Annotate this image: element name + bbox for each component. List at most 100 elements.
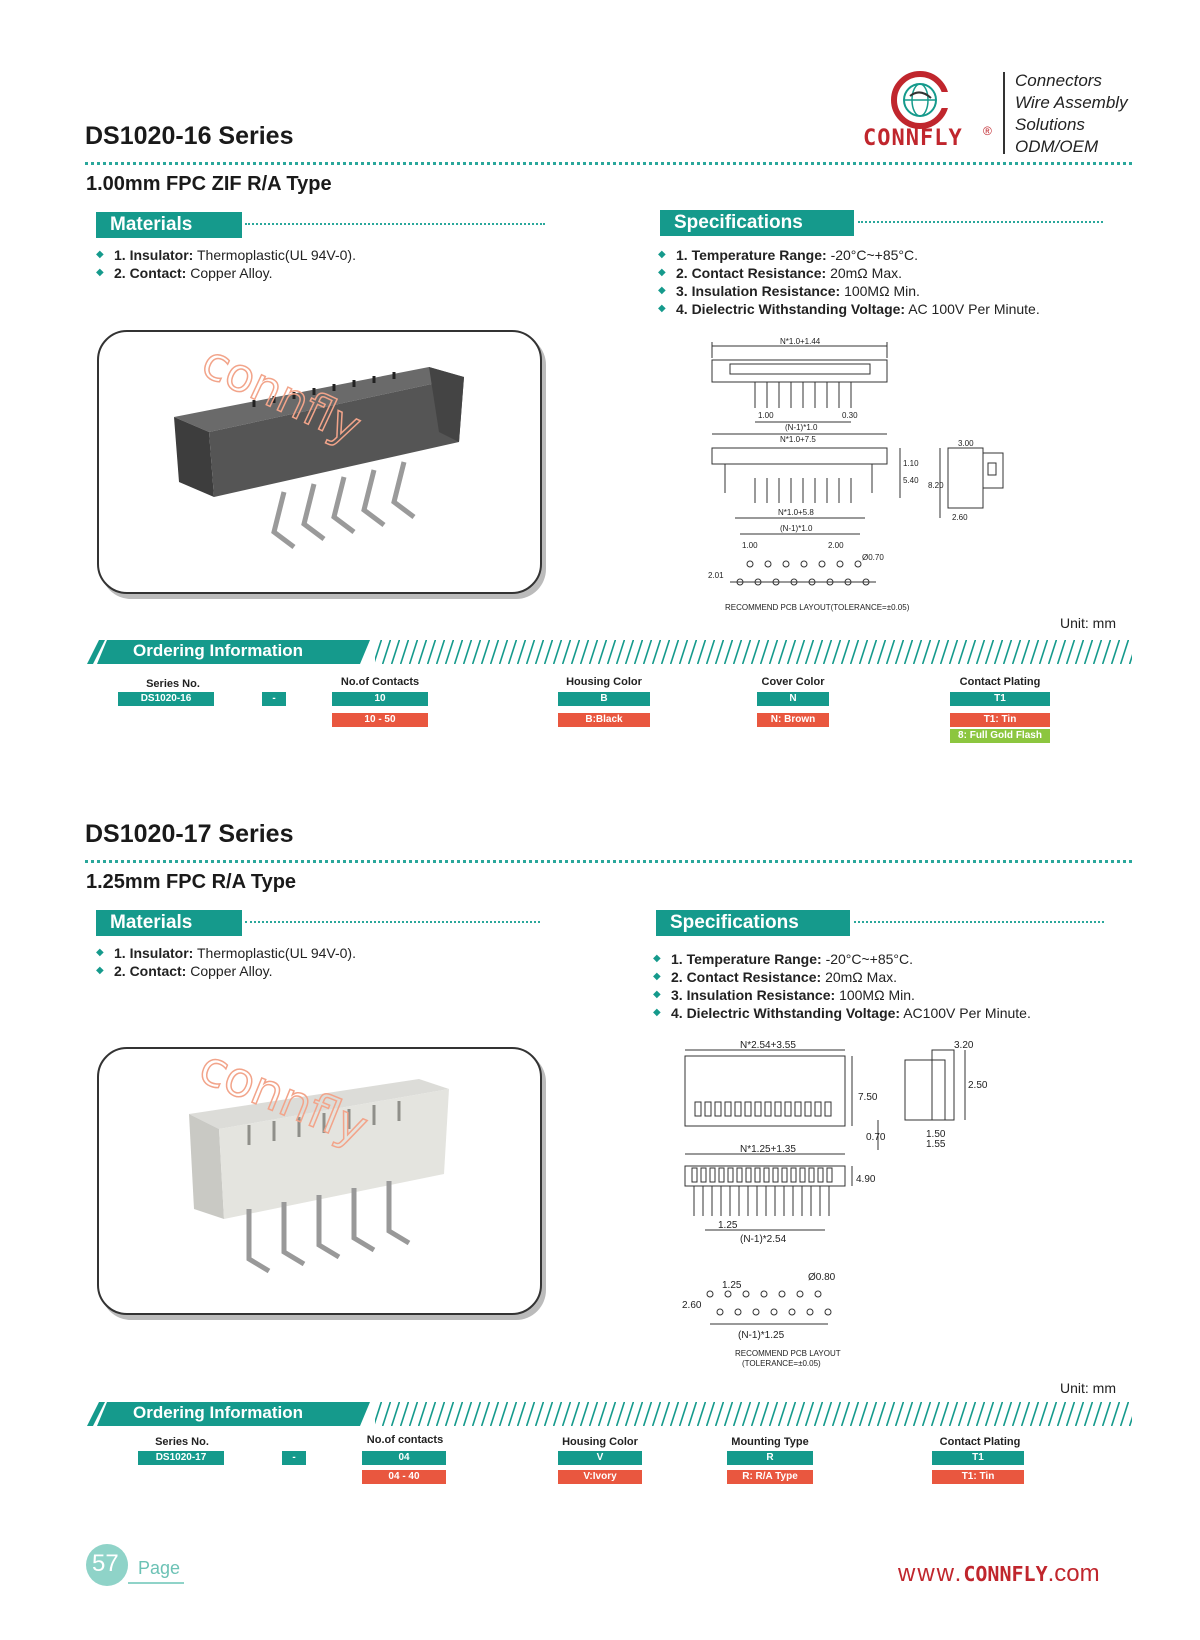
dim-label: 1.25 bbox=[722, 1280, 742, 1291]
page-circle bbox=[86, 1544, 128, 1586]
specifications-list: 1. Temperature Range: -20°C~+85°C. 2. Co… bbox=[653, 950, 1133, 1022]
dim-label: N*1.0+5.8 bbox=[778, 508, 814, 517]
brand-tagline: Connectors Wire Assembly Solutions ODM/O… bbox=[1015, 70, 1128, 158]
page-underline bbox=[128, 1582, 184, 1584]
dim-label: 0.30 bbox=[842, 411, 858, 420]
materials-list: 1. Insulator: Thermoplastic(UL 94V-0). 2… bbox=[96, 246, 516, 282]
separator-chip: - bbox=[282, 1451, 306, 1465]
registered-mark: ® bbox=[983, 124, 992, 138]
website-suffix: .com bbox=[1047, 1560, 1100, 1587]
plating-option: T1: Tin bbox=[950, 713, 1050, 727]
specifications-label: Specifications bbox=[660, 210, 854, 236]
list-item: 1. Insulator: Thermoplastic(UL 94V-0). bbox=[96, 944, 516, 962]
dim-label: 2.00 bbox=[828, 541, 844, 550]
series-code: DS1020-16 bbox=[118, 692, 214, 706]
dim-label: 1.10 bbox=[903, 459, 919, 468]
materials-label: Materials bbox=[96, 212, 242, 238]
page-number: 57 bbox=[92, 1550, 119, 1577]
housing-option: V:Ivory bbox=[558, 1470, 642, 1484]
brand-wordmark: CONNFLY bbox=[863, 126, 963, 151]
tagline-line: Solutions bbox=[1015, 115, 1085, 134]
dim-label: 2.60 bbox=[682, 1300, 702, 1311]
col-series: Series No. bbox=[155, 1436, 209, 1448]
list-item: 2. Contact Resistance: 20mΩ Max. bbox=[658, 264, 1138, 282]
dim-label: 4.90 bbox=[856, 1174, 876, 1185]
website-link[interactable]: www.CONNFLY.com bbox=[898, 1560, 1100, 1588]
dim-label: Ø0.80 bbox=[808, 1272, 836, 1283]
section-divider bbox=[245, 921, 540, 923]
tagline-line: Connectors bbox=[1015, 71, 1102, 90]
dim-label: 1.50 bbox=[926, 1129, 946, 1140]
list-item: 4. Dielectric Withstanding Voltage: AC 1… bbox=[658, 300, 1138, 318]
list-item: 2. Contact Resistance: 20mΩ Max. bbox=[653, 968, 1133, 986]
unit-label: Unit: mm bbox=[1060, 1380, 1116, 1396]
dim-label: N*2.54+3.55 bbox=[740, 1040, 796, 1051]
col-cover: Cover Color bbox=[761, 676, 825, 688]
dim-label: N*1.0+7.5 bbox=[780, 435, 816, 444]
dim-label: 1.00 bbox=[742, 541, 758, 550]
col-contacts: No.of Contacts bbox=[340, 676, 420, 688]
dim-label: 3.20 bbox=[954, 1040, 974, 1051]
tagline-line: ODM/OEM bbox=[1015, 137, 1099, 156]
pcb-layout-note: RECOMMEND PCB LAYOUT bbox=[735, 1349, 841, 1358]
col-housing: Housing Color bbox=[562, 1436, 638, 1448]
section-divider bbox=[245, 223, 545, 225]
list-item: 4. Dielectric Withstanding Voltage: AC10… bbox=[653, 1004, 1133, 1022]
dim-label: (N-1)*1.25 bbox=[738, 1330, 785, 1341]
dim-label: 5.40 bbox=[903, 476, 919, 485]
dim-label: (N-1)*2.54 bbox=[740, 1234, 787, 1245]
mounting-code: R bbox=[727, 1451, 813, 1465]
unit-label: Unit: mm bbox=[1060, 615, 1116, 631]
separator-chip: - bbox=[262, 692, 286, 706]
logo-divider bbox=[1003, 72, 1005, 154]
housing-option: B:Black bbox=[558, 713, 650, 727]
ordering-label: Ordering Information bbox=[133, 1403, 303, 1422]
list-item: 1. Temperature Range: -20°C~+85°C. bbox=[653, 950, 1133, 968]
dim-label: 1.00 bbox=[758, 411, 774, 420]
ordering-bar-stripes bbox=[87, 1402, 1132, 1426]
dim-label: 2.60 bbox=[952, 513, 968, 522]
plating-option: 8: Full Gold Flash bbox=[950, 729, 1050, 743]
series-title-17: DS1020-17 Series bbox=[85, 820, 294, 848]
dim-label: 0.70 bbox=[866, 1132, 886, 1143]
tagline-line: Wire Assembly bbox=[1015, 93, 1128, 112]
ordering-bar-stripes bbox=[87, 640, 1132, 664]
dim-label: Ø0.70 bbox=[862, 553, 884, 562]
contacts-range: 04 - 40 bbox=[362, 1470, 446, 1484]
connector-image: connfly bbox=[174, 333, 464, 549]
dim-label: 2.01 bbox=[708, 571, 724, 580]
contacts-code: 04 bbox=[362, 1451, 446, 1465]
dim-label: (N-1)*1.0 bbox=[780, 524, 813, 533]
col-housing: Housing Color bbox=[566, 676, 642, 688]
website-brand: CONNFLY bbox=[963, 1562, 1048, 1586]
dim-label: N*1.0+1.44 bbox=[780, 338, 821, 346]
plating-option: T1: Tin bbox=[932, 1470, 1024, 1484]
title-divider bbox=[85, 162, 1132, 165]
mounting-option: R: R/A Type bbox=[727, 1470, 813, 1484]
website-prefix: www. bbox=[898, 1560, 964, 1587]
dim-label: 2.50 bbox=[968, 1080, 988, 1091]
pcb-layout-note: RECOMMEND PCB LAYOUT(TOLERANCE=±0.05) bbox=[725, 603, 910, 612]
brand-logo: CONNFLY ® bbox=[855, 68, 995, 158]
ordering-bar: Ordering Information bbox=[85, 638, 1132, 666]
logo-emblem-icon bbox=[891, 71, 957, 129]
ordering-label: Ordering Information bbox=[133, 641, 303, 660]
col-contacts: No.of contacts bbox=[366, 1434, 444, 1446]
contacts-code: 10 bbox=[332, 692, 428, 706]
col-plating: Contact Plating bbox=[959, 676, 1041, 688]
contacts-range: 10 - 50 bbox=[332, 713, 428, 727]
product-photo-16: connfly bbox=[97, 330, 542, 594]
technical-drawing-16: N*1.0+1.44 1.00 0.30 (N-1)*1.0 N*1.0+7.5… bbox=[700, 337, 1120, 638]
dim-label: N*1.25+1.35 bbox=[740, 1144, 796, 1155]
dim-label: 1.55 bbox=[926, 1139, 946, 1150]
housing-code: B bbox=[558, 692, 650, 706]
list-item: 2. Contact: Copper Alloy. bbox=[96, 962, 516, 980]
col-mounting: Mounting Type bbox=[731, 1436, 809, 1448]
list-item: 3. Insulation Resistance: 100MΩ Min. bbox=[653, 986, 1133, 1004]
product-photo-17: connfly bbox=[97, 1047, 542, 1315]
materials-label: Materials bbox=[96, 910, 242, 936]
col-plating: Contact Plating bbox=[939, 1436, 1021, 1448]
pcb-layout-note: (TOLERANCE=±0.05) bbox=[742, 1359, 821, 1368]
cover-option: N: Brown bbox=[757, 713, 829, 727]
list-item: 1. Temperature Range: -20°C~+85°C. bbox=[658, 246, 1138, 264]
